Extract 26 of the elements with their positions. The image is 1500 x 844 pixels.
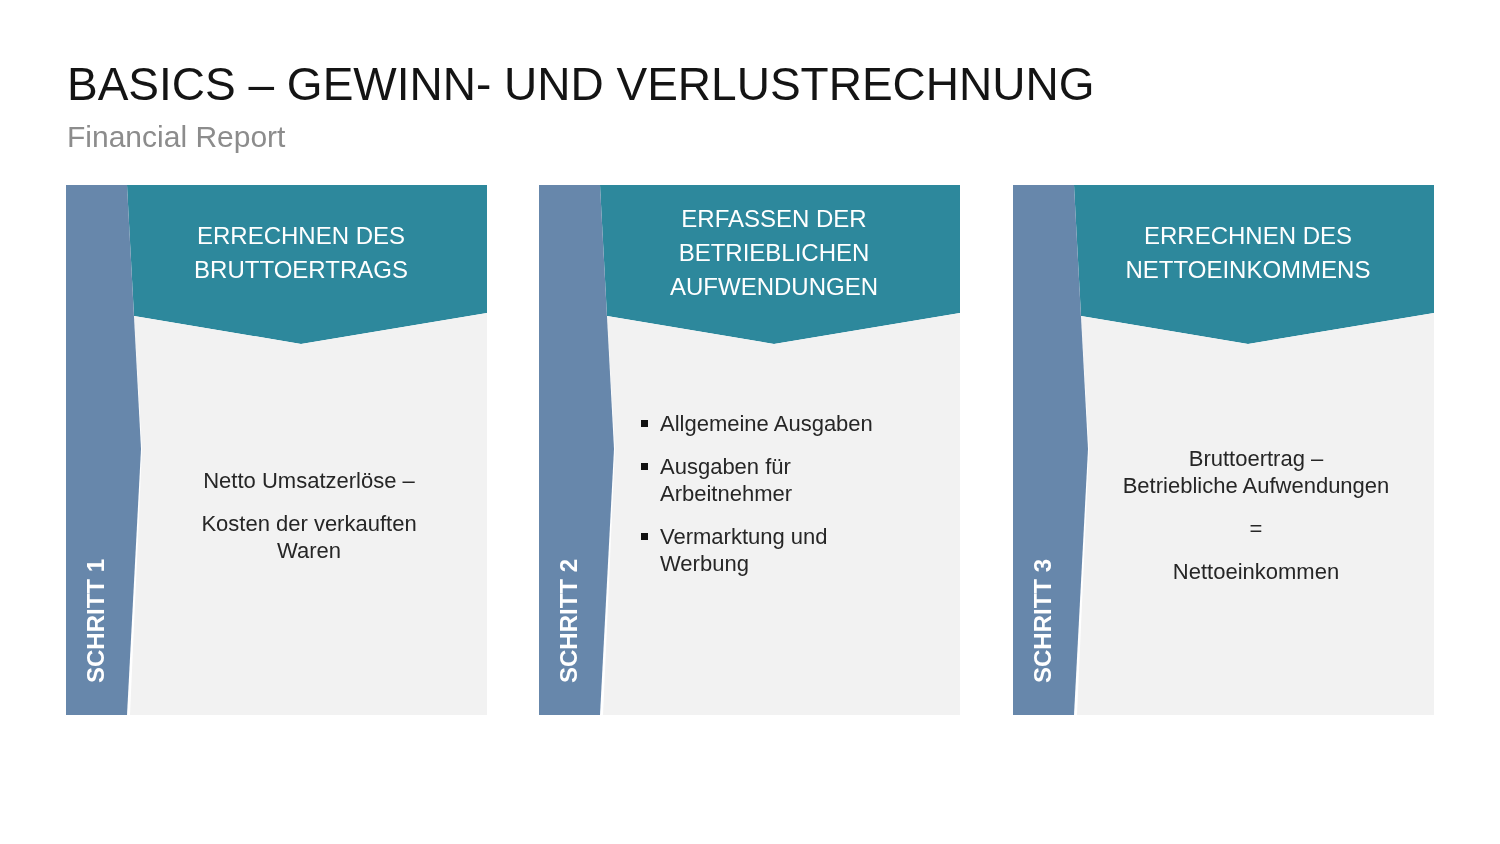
list-item-text: Ausgaben für Arbeitnehmer — [660, 452, 794, 507]
step-tab — [1013, 185, 1088, 715]
header-banner — [600, 185, 960, 344]
slide-title: BASICS – GEWINN- UND VERLUSTRECHNUNG — [67, 61, 1095, 107]
step-label: SCHRITT 1 — [81, 559, 110, 683]
header-banner — [127, 185, 487, 344]
banner-heading: ERFASSEN DER BETRIEBLICHEN AUFWENDUNGEN — [669, 204, 879, 302]
content-panel — [1077, 313, 1434, 715]
body-text: Nettoeinkommen — [1171, 558, 1341, 585]
content-panel — [603, 313, 960, 715]
slide-subtitle: Financial Report — [67, 122, 286, 152]
content-panel — [130, 313, 487, 715]
banner-heading: ERRECHNEN DES NETTOEINKOMMENS — [1124, 221, 1372, 285]
step-tab — [66, 185, 141, 715]
body-text: Bruttoertrag – — [1187, 445, 1325, 472]
step-label: SCHRITT 2 — [554, 559, 583, 683]
body-text: Kosten der verkauften Waren — [200, 509, 418, 564]
list-item-text: Vermarktung und Werbung — [660, 522, 829, 577]
body-text: Netto Umsatzerlöse – — [202, 466, 416, 494]
body-text: Betriebliche Aufwendungen — [1121, 472, 1391, 499]
banner-heading: ERRECHNEN DES BRUTTOERTRAGS — [193, 221, 409, 285]
body-text: = — [1248, 515, 1264, 542]
step-label: SCHRITT 3 — [1028, 559, 1057, 683]
list-item-text: Allgemeine Ausgaben — [660, 409, 873, 437]
header-banner — [1074, 185, 1434, 344]
step-tab — [539, 185, 614, 715]
